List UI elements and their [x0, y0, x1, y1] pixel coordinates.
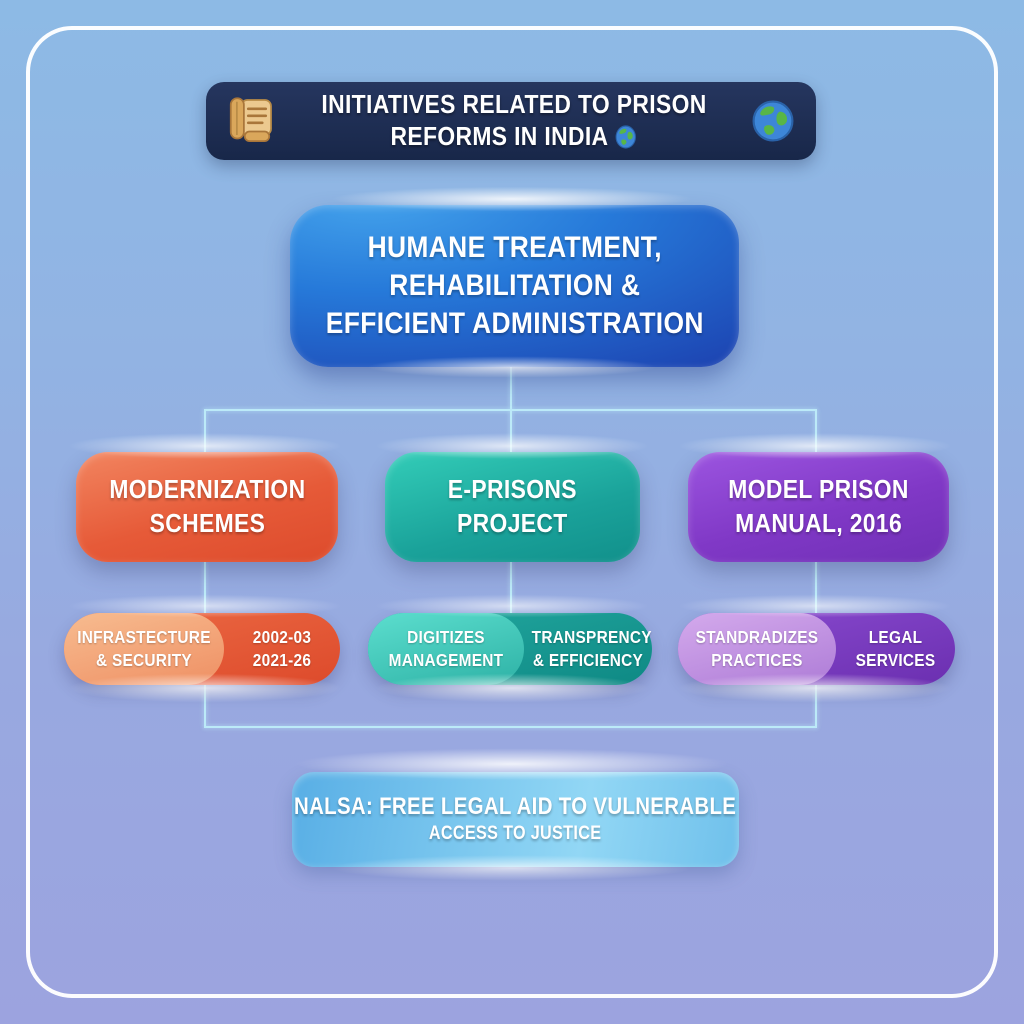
connector-right-to-pill	[815, 561, 817, 614]
pill-text-line: MANAGEMENT	[388, 650, 504, 670]
pill-text-line: LEGAL	[868, 627, 923, 648]
category-box-modernization-schemes: MODERNIZATION SCHEMES	[76, 452, 338, 562]
pill-text-line: STANDRADIZES	[695, 627, 819, 648]
pill-text-line: 2021-26	[252, 650, 312, 670]
scroll-icon	[229, 97, 272, 142]
pill-text-line: & EFFICIENCY	[532, 650, 644, 670]
connector-mid-to-pill	[510, 561, 512, 614]
banner-title-line2: REFORMS IN INDIA	[390, 121, 609, 151]
pill-pair-modernization: INFRASTECTURE & SECURITY 2002-03 2021-26	[64, 613, 340, 685]
pill-text-line: DIGITIZES	[407, 627, 485, 648]
connector-root-down	[510, 367, 512, 410]
globe-icon	[752, 100, 794, 142]
pill-legal-services: LEGAL SERVICES	[836, 613, 955, 685]
pill-standardizes-practices: STANDRADIZES PRACTICES	[678, 613, 836, 685]
connector-right-branch	[815, 410, 817, 453]
category-title-line: MODEL PRISON	[728, 474, 909, 505]
connector-bottom-horizontal	[204, 726, 817, 728]
outer-frame-border	[26, 26, 998, 998]
pill-text-line: PRACTICES	[711, 650, 803, 670]
footer-box-nalsa: NALSA: FREE LEGAL AID TO VULNERABLE ACCE…	[292, 772, 739, 867]
pill-transparency-efficiency: TRANSPRENCY & EFFICIENCY	[524, 613, 652, 685]
banner-title: INITIATIVES RELATED TO PRISON REFORMS IN…	[278, 89, 750, 152]
root-line2: REHABILITATION &	[388, 269, 641, 303]
pill-text-line: SERVICES	[855, 650, 936, 670]
category-title-line: MANUAL, 2016	[735, 508, 902, 538]
category-title-line: E-PRISONS	[447, 474, 578, 505]
pill-infrastructure-security: INFRASTECTURE & SECURITY	[64, 613, 224, 685]
category-title-line: MODERNIZATION	[108, 474, 306, 505]
pill-text-line: INFRASTECTURE	[77, 627, 211, 648]
connector-left-down	[204, 684, 206, 728]
footer-line1: NALSA: FREE LEGAL AID TO VULNERABLE	[294, 792, 737, 820]
pill-digitizes-management: DIGITIZES MANAGEMENT	[368, 613, 524, 685]
connector-mid-branch	[510, 410, 512, 453]
banner-title-line1: INITIATIVES RELATED TO PRISON	[321, 89, 707, 120]
root-line3: EFFICIENT ADMINISTRATION	[325, 306, 704, 340]
pill-text-line: 2002-03	[252, 627, 312, 648]
root-line1: HUMANE TREATMENT,	[367, 231, 662, 265]
category-title-line: PROJECT	[457, 508, 568, 538]
pill-text-line: & SECURITY	[96, 650, 192, 670]
category-box-eprisons-project: E-PRISONS PROJECT	[385, 452, 640, 562]
pill-pair-manual: STANDRADIZES PRACTICES LEGAL SERVICES	[678, 613, 955, 685]
pill-pair-eprisons: DIGITIZES MANAGEMENT TRANSPRENCY & EFFIC…	[368, 613, 652, 685]
pill-text-line: TRANSPRENCY	[531, 627, 652, 648]
pill-scheme-years: 2002-03 2021-26	[224, 613, 340, 685]
connector-right-down	[815, 684, 817, 728]
category-title-line: SCHEMES	[149, 508, 265, 538]
root-box-humane-treatment: HUMANE TREATMENT, REHABILITATION & EFFIC…	[290, 205, 739, 367]
connector-left-branch	[204, 410, 206, 453]
category-box-model-prison-manual: MODEL PRISON MANUAL, 2016	[688, 452, 949, 562]
globe-icon	[615, 125, 637, 149]
header-banner: INITIATIVES RELATED TO PRISON REFORMS IN…	[206, 82, 816, 160]
connector-left-to-pill	[204, 561, 206, 614]
footer-line2: ACCESS TO JUSTICE	[429, 822, 602, 844]
banner-title-line2-wrap: REFORMS IN INDIA	[306, 121, 721, 153]
